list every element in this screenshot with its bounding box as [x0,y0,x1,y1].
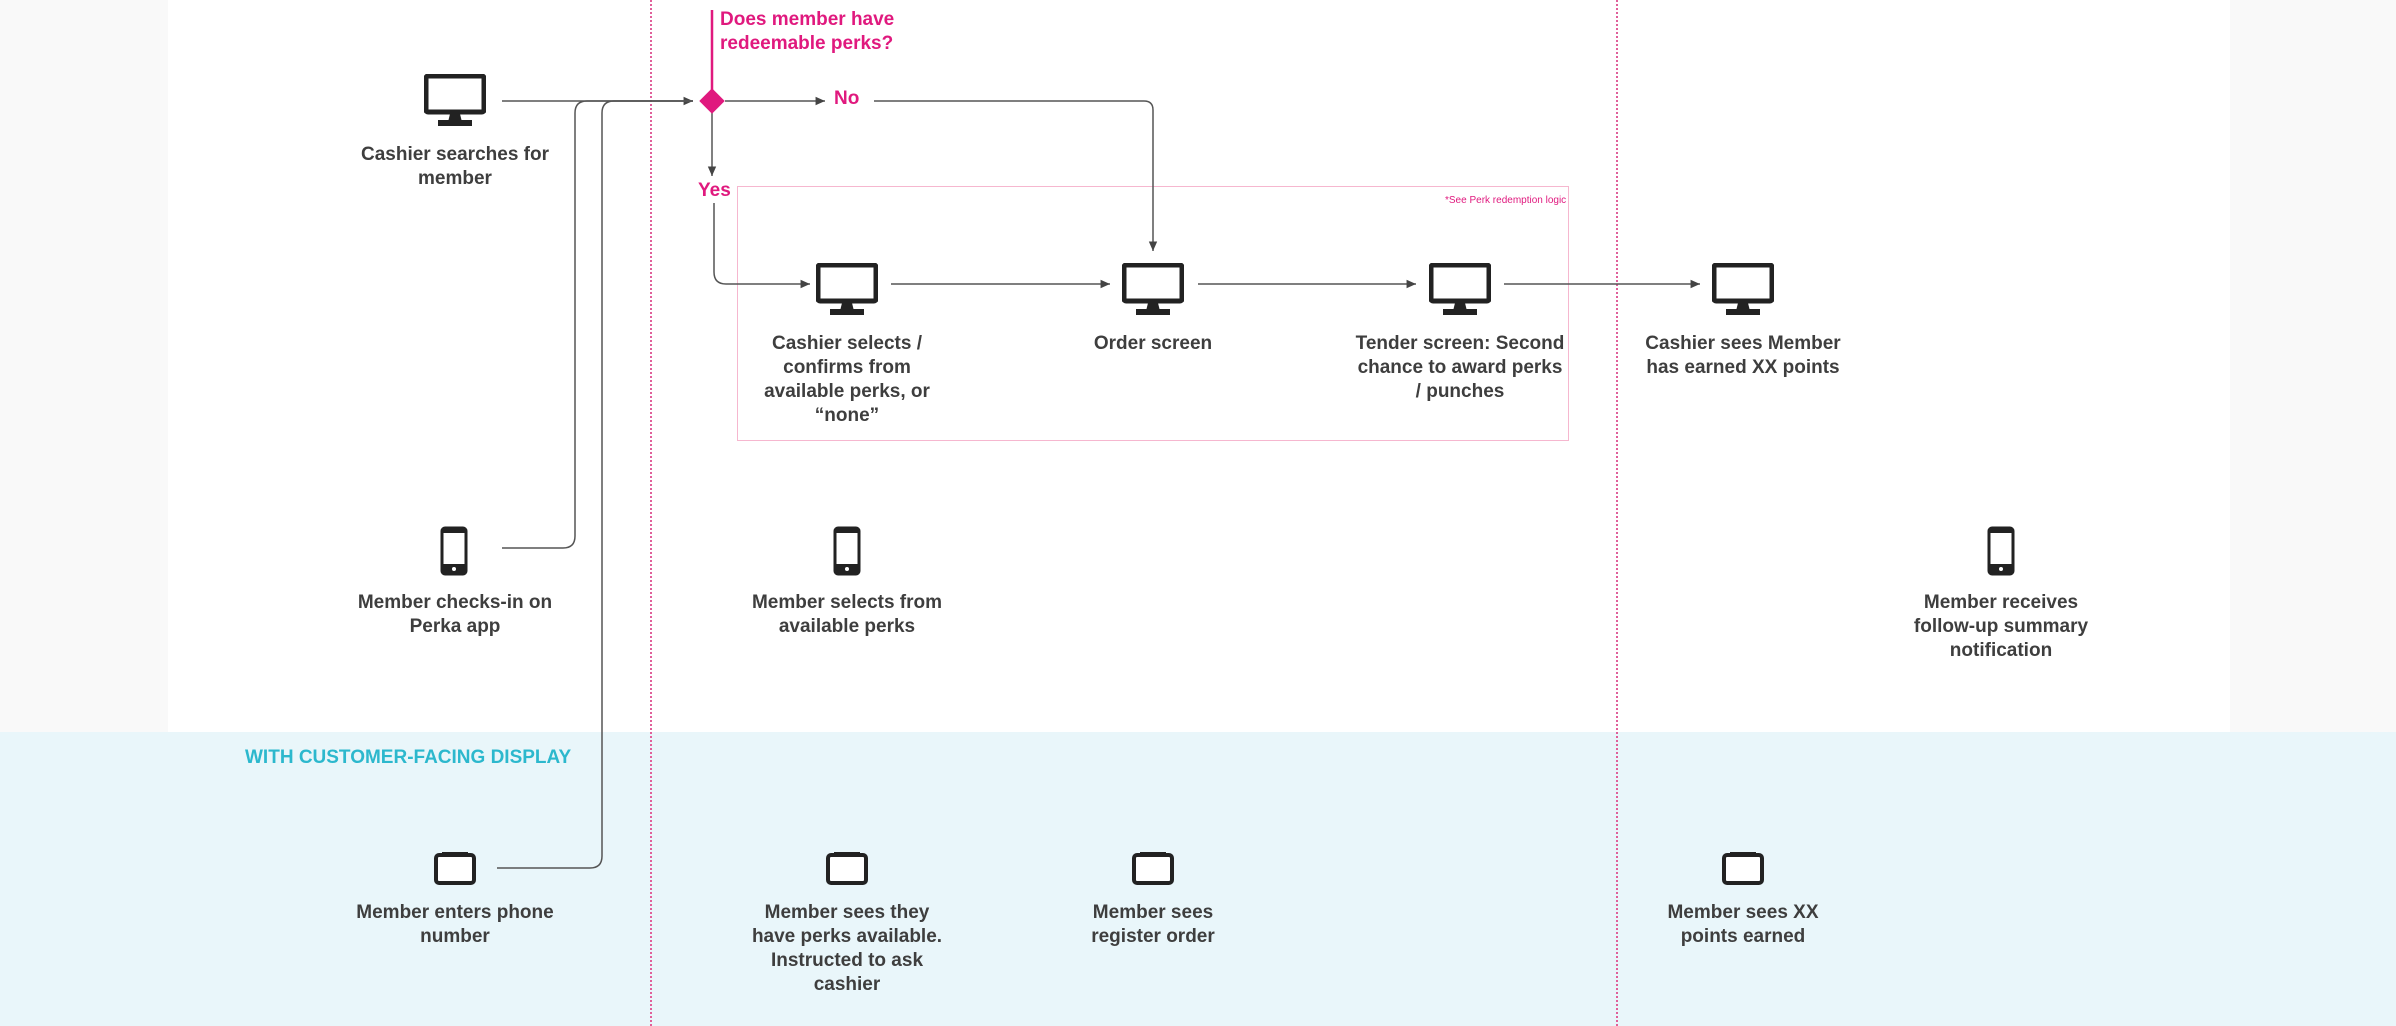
arrow-yes-to-select [713,203,810,289]
phone-icon [833,526,861,581]
label-member-sees-perks: Member sees they have perks available. I… [751,902,943,995]
label-member-sees-points: Member sees XX points earned [1667,902,1819,947]
label-member-enters-phone: Member enters phone number [356,902,554,947]
monitor-icon [1711,262,1775,322]
perk-redemption-note: *See Perk redemption logic [1445,195,1567,206]
decision-question: Does member have redeemable perks? [720,9,895,54]
display-icon [1132,851,1174,890]
decision-no-label: No [834,88,860,109]
monitor-icon [815,262,879,322]
label-member-checkin: Member checks-in on Perka app [357,592,553,637]
right-side-band [2230,0,2396,732]
monitor-icon [1428,262,1492,322]
phone-icon [440,526,468,581]
display-icon [826,851,868,890]
label-tender-screen: Tender screen: Second chance to award pe… [1355,333,1565,402]
monitor-icon [423,73,487,133]
label-order-screen: Order screen [1093,333,1213,354]
label-cashier-selects: Cashier selects / confirms from availabl… [764,333,930,426]
arrow-phone-to-decision [497,100,693,869]
divider-line-right [1616,0,1618,1026]
label-member-sees-order: Member sees register order [1091,902,1215,947]
display-icon [1722,851,1764,890]
decision-yes-label: Yes [698,180,731,201]
arrow-no-to-order [874,100,1158,251]
label-member-selects: Member selects from available perks [751,592,943,637]
divider-line-left [650,0,652,1026]
left-side-band [0,0,168,732]
display-icon [434,851,476,890]
label-cashier-points: Cashier sees Member has earned XX points [1645,333,1841,378]
decision-diamond [699,88,725,114]
label-cashier-search: Cashier searches for member [361,144,549,189]
arrow-checkin-to-decision [502,100,693,549]
customer-facing-display-band [0,732,2396,1026]
monitor-icon [1121,262,1185,322]
phone-icon [1987,526,2015,581]
section-title-cfd: WITH CUSTOMER-FACING DISPLAY [245,747,572,768]
label-member-followup: Member receives follow-up summary notifi… [1913,592,2089,661]
